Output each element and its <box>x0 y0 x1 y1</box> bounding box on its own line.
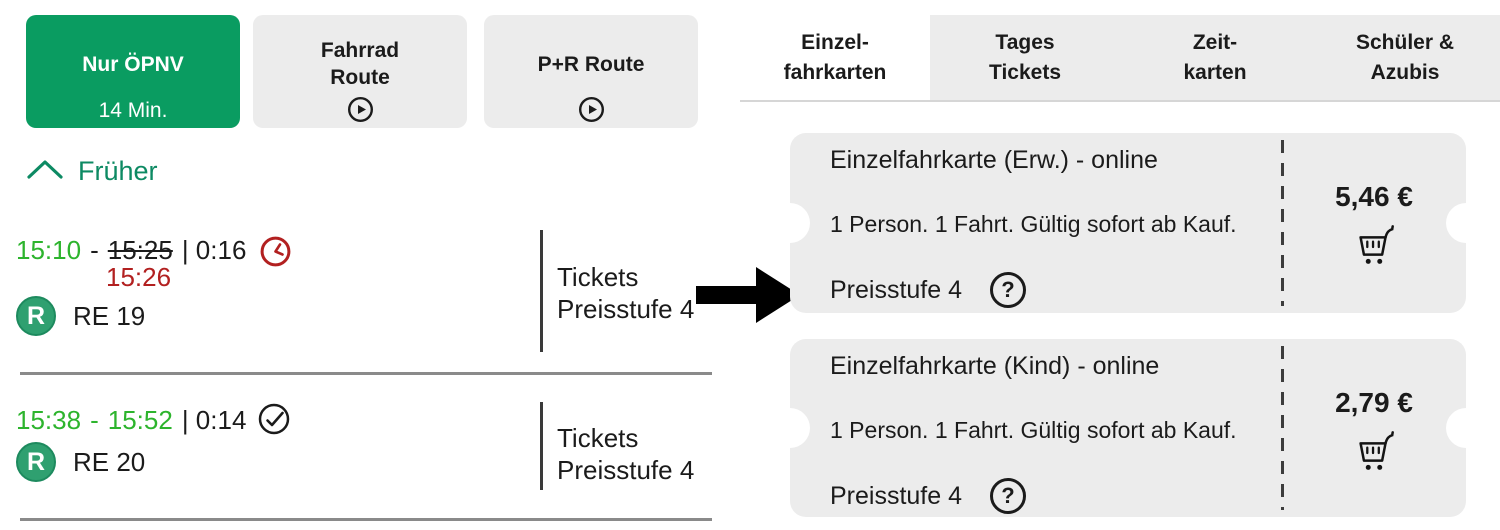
help-icon[interactable]: ? <box>990 478 1027 514</box>
tab-einzelfahrkarten[interactable]: Einzel- fahrkarten <box>740 15 930 100</box>
ticket-tabs: Einzel- fahrkarten Tages Tickets Zeit- k… <box>740 15 1500 102</box>
tickets-divider <box>540 230 543 352</box>
add-to-cart-button[interactable] <box>1284 429 1464 475</box>
play-icon <box>347 96 374 123</box>
ticket-notch <box>1446 408 1486 448</box>
ticket-price-level-row: Preisstufe 4 ? <box>830 272 1027 308</box>
regional-train-logo: R <box>16 442 56 482</box>
journey-result-2[interactable]: 15:38 - 15:52 | 0:14 R RE 20 Tickets Pre… <box>0 398 714 498</box>
route-option-label: Nur ÖPNV <box>82 52 184 76</box>
route-option-label: P+R Route <box>537 52 645 76</box>
line-name: RE 20 <box>73 446 146 477</box>
ticket-description: 1 Person. 1 Fahrt. Gültig sofort ab Kauf… <box>830 417 1237 443</box>
line-name: RE 19 <box>73 300 146 331</box>
price-level-label: Preisstufe 4 <box>830 481 963 510</box>
tickets-label: Tickets Preisstufe 4 <box>557 423 695 485</box>
tickets-divider <box>540 402 543 490</box>
route-duration: 14 Min. <box>98 99 168 122</box>
departure-time: 15:10 <box>16 234 82 265</box>
journey-result-1[interactable]: 15:10 - 15:25 | 0:16 15:26 R RE 19 Ticke… <box>0 228 714 358</box>
play-icon <box>578 96 605 123</box>
journey-separator <box>20 518 712 521</box>
journey-separator <box>20 372 712 375</box>
earlier-toggle[interactable]: Früher <box>26 156 158 187</box>
ticket-title: Einzelfahrkarte (Kind) - online <box>830 352 1160 380</box>
ticket-dashed-separator <box>1281 140 1284 306</box>
journey-times: 15:10 - 15:25 | 0:16 <box>16 230 292 270</box>
ticket-offer-child: Einzelfahrkarte (Kind) - online 1 Person… <box>770 339 1486 517</box>
ticket-dashed-separator <box>1281 346 1284 510</box>
chevron-up-icon <box>26 156 64 187</box>
delayed-arrival-time: 15:26 <box>106 262 172 292</box>
arrow-annotation <box>696 265 802 330</box>
journey-line-row: R RE 20 <box>16 442 145 482</box>
ticket-price: 5,46 € <box>1335 181 1413 212</box>
regional-train-logo: R <box>16 296 56 336</box>
scheduled-arrival-time: 15:25 <box>107 234 173 265</box>
delay-clock-icon <box>259 235 292 275</box>
ticket-description: 1 Person. 1 Fahrt. Gültig sofort ab Kauf… <box>830 211 1237 237</box>
route-option-bike[interactable]: Fahrrad Route <box>253 15 467 128</box>
ticket-title: Einzelfahrkarte (Erw.) - online <box>830 146 1158 174</box>
time-separator: - <box>90 405 99 435</box>
journey-line-row: R RE 19 <box>16 296 145 336</box>
journey-duration: | 0:16 <box>181 234 247 265</box>
cart-icon <box>1359 431 1394 470</box>
cart-icon <box>1359 225 1394 264</box>
route-option-transit[interactable]: Nur ÖPNV 14 Min. <box>26 15 240 128</box>
earlier-label: Früher <box>78 156 158 186</box>
ticket-price: 2,79 € <box>1335 387 1413 418</box>
tickets-label: Tickets Preisstufe 4 <box>557 262 695 324</box>
departure-time: 15:38 <box>16 405 82 435</box>
add-to-cart-button[interactable] <box>1284 223 1464 269</box>
arrival-time: 15:52 <box>107 405 173 435</box>
ticket-offer-adult: Einzelfahrkarte (Erw.) - online 1 Person… <box>770 133 1486 313</box>
ticket-notch <box>770 408 810 448</box>
ticket-price-level-row: Preisstufe 4 ? <box>830 478 1027 514</box>
tab-schueler-azubis[interactable]: Schüler & Azubis <box>1310 15 1500 100</box>
route-option-label: Fahrrad Route <box>320 39 400 89</box>
ticket-notch <box>1446 203 1486 243</box>
ticket-notch <box>770 203 810 243</box>
tab-zeitkarten[interactable]: Zeit- karten <box>1120 15 1310 100</box>
time-separator: - <box>90 234 99 265</box>
journey-times: 15:38 - 15:52 | 0:14 <box>16 400 291 441</box>
journey-duration: | 0:14 <box>181 405 247 435</box>
price-level-label: Preisstufe 4 <box>830 275 963 304</box>
on-time-check-icon <box>257 402 291 443</box>
tab-tages-tickets[interactable]: Tages Tickets <box>930 15 1120 100</box>
help-icon[interactable]: ? <box>990 272 1027 308</box>
route-option-park-ride[interactable]: P+R Route <box>484 15 698 128</box>
